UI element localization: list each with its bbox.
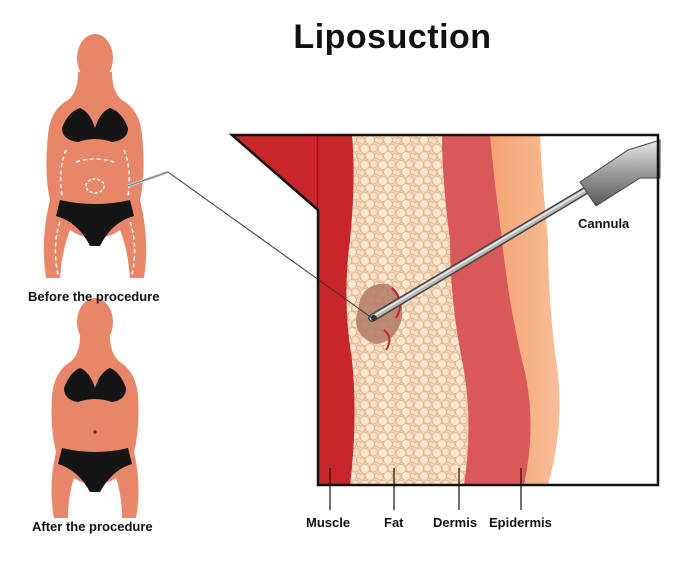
label-leaders <box>329 468 522 510</box>
label-fat: Fat <box>384 515 404 530</box>
label-muscle: Muscle <box>306 515 351 530</box>
before-caption: Before the procedure <box>28 289 160 304</box>
marking-waist-right <box>123 149 131 197</box>
marking-waist-left <box>59 149 67 197</box>
underwear-before <box>56 200 134 246</box>
marking-abdomen <box>75 158 115 163</box>
bra-before <box>62 108 128 142</box>
after-caption: After the procedure <box>32 519 153 534</box>
cannula <box>368 139 661 322</box>
navel-after <box>93 430 97 434</box>
cross-section <box>167 133 661 510</box>
connector-line <box>167 171 373 319</box>
label-epidermis: Epidermis <box>489 515 552 530</box>
section-frame <box>228 133 660 487</box>
navel-before <box>85 178 105 194</box>
page-title: Liposuction <box>293 18 492 56</box>
cannula-label: Cannula <box>578 216 630 231</box>
head-before <box>77 34 113 82</box>
label-dermis: Dermis <box>433 515 478 530</box>
body-before <box>43 34 169 278</box>
layer-fat <box>346 135 469 485</box>
layer-dermis <box>440 135 531 485</box>
cannula-handle <box>579 139 661 207</box>
underwear-after <box>58 448 132 492</box>
body-before-silhouette <box>43 72 147 278</box>
bra-after <box>64 368 126 402</box>
layer-skin-outer <box>540 135 658 485</box>
body-after <box>51 298 139 518</box>
head-after <box>77 298 113 346</box>
